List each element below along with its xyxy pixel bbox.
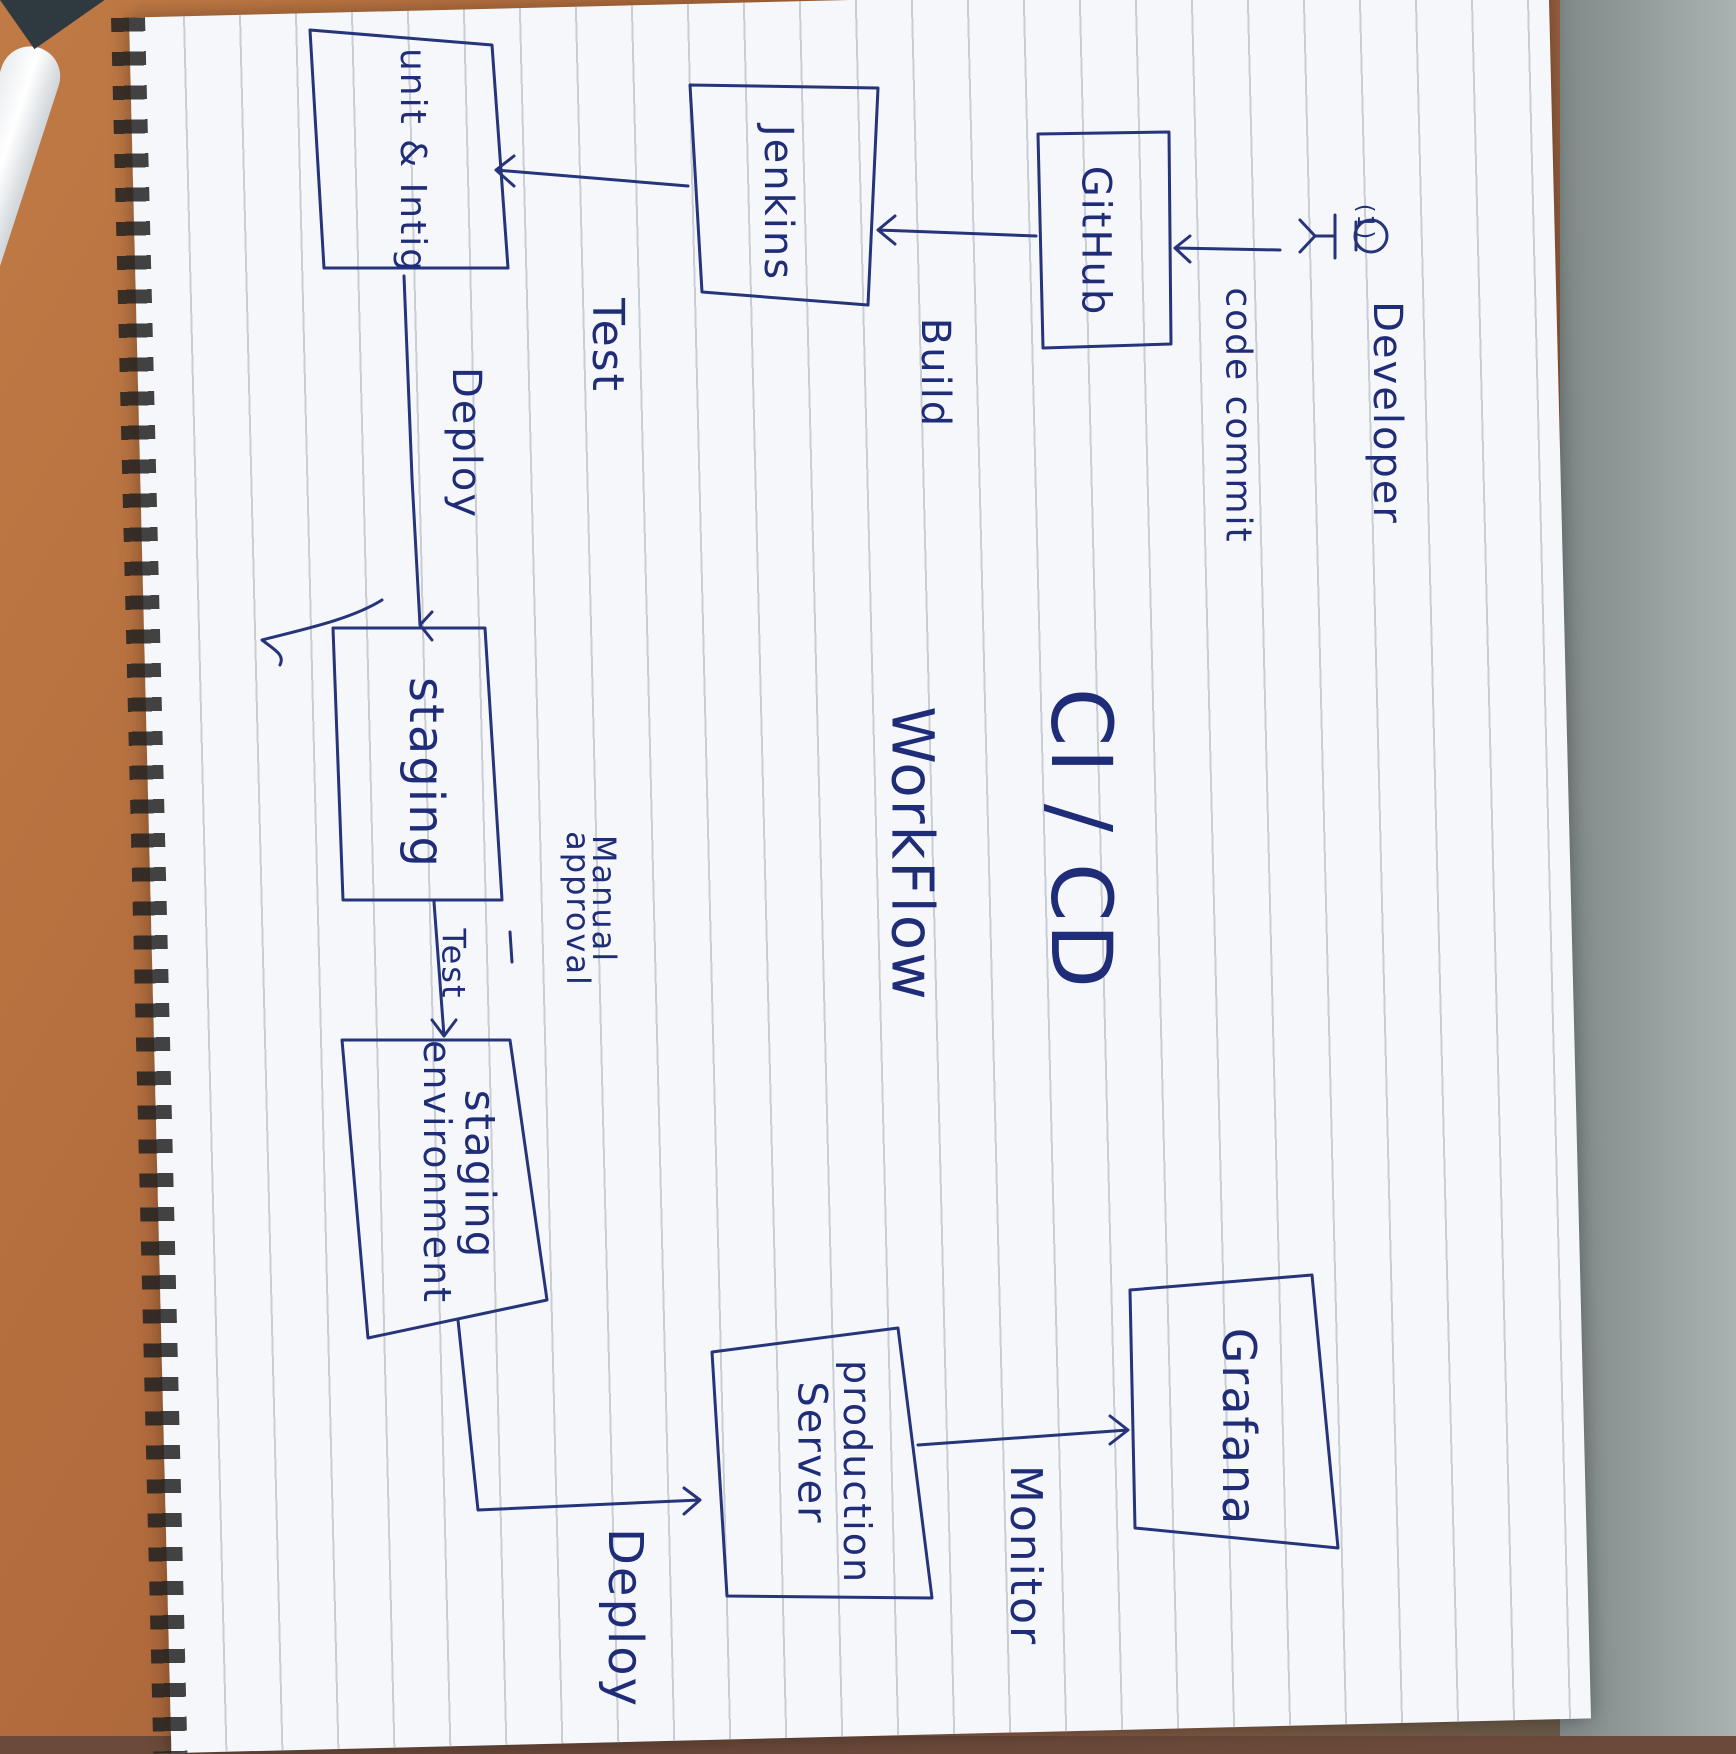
deploy-to-staging-arrow (402, 274, 434, 642)
deploy-to-production-arrow (456, 1318, 702, 1516)
unit-test-box (308, 28, 510, 270)
staging-bracket (260, 598, 384, 667)
developer-label: Developer (1363, 301, 1410, 525)
build-arrow (876, 214, 1038, 246)
test-small-label: Test (434, 928, 473, 1000)
developer-stick-figure (1298, 213, 1389, 260)
monitor-arrow (916, 1414, 1130, 1447)
manual-approval-line-2: approval (558, 831, 597, 987)
test-to-staging-env-arrow (430, 900, 458, 1038)
monitor-label: Monitor (1000, 1464, 1052, 1647)
production-line-2: Server (788, 1381, 835, 1525)
staging-environment-box (340, 1038, 549, 1340)
background-laptop-edge (1560, 0, 1736, 1736)
deploy-prod-label: Deploy (597, 1527, 654, 1709)
start-marker: (1) (1352, 203, 1378, 242)
test-label: Test (581, 298, 633, 393)
code-commit-arrow (1173, 234, 1282, 264)
production-server-box (710, 1326, 934, 1600)
staging-environment-line-1: staging (455, 1089, 505, 1260)
staging-environment-line-2: environment (415, 1039, 460, 1305)
jenkins-label: Jenkins (755, 124, 802, 282)
title-line-1: CI / CD (1032, 687, 1131, 991)
staging-box (331, 626, 504, 902)
developer-body (1298, 213, 1337, 260)
manual-approval-connector (508, 930, 514, 964)
github-label: GitHub (1072, 165, 1119, 317)
unit-test-label: unit & Intig (392, 47, 434, 274)
code-commit-label: code commit (1217, 287, 1259, 544)
production-line-1: production (835, 1359, 880, 1585)
grafana-label: Grafana (1212, 1327, 1267, 1527)
build-label: Build (912, 317, 959, 429)
title-line-2: WorkFlow (878, 706, 947, 1002)
staging-label: staging (397, 677, 454, 869)
jenkins-box (688, 83, 880, 307)
test-arrow (494, 154, 690, 188)
grafana-box (1128, 1273, 1340, 1550)
github-box (1036, 130, 1173, 350)
deploy-staging-label: Deploy (443, 366, 490, 520)
